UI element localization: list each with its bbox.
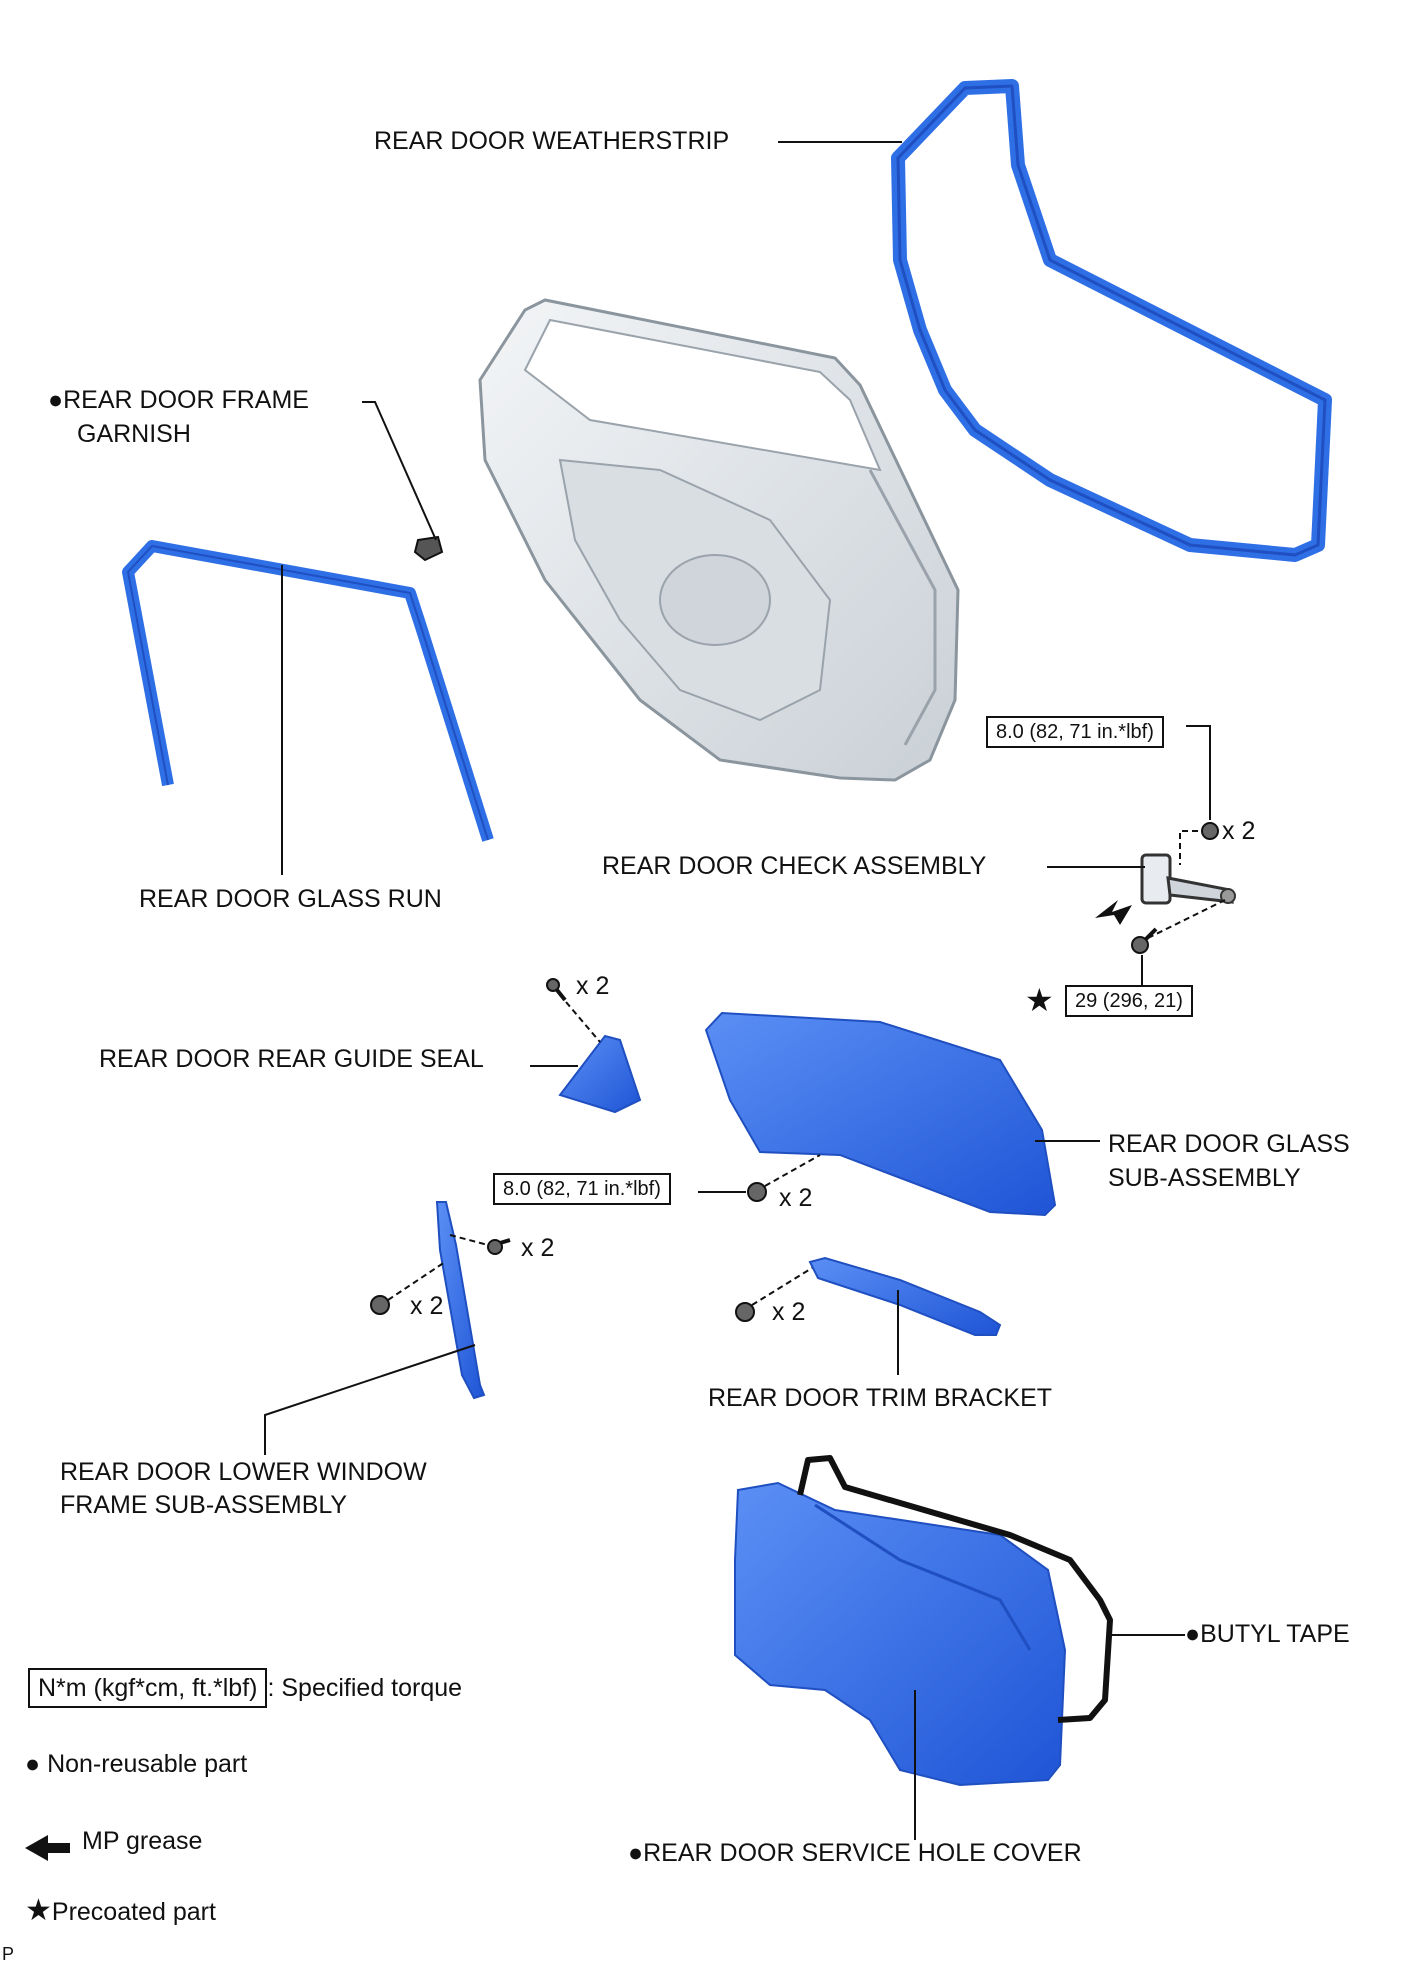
non-reusable-dot-icon: ●: [48, 386, 64, 414]
weatherstrip-part: [891, 79, 1332, 562]
torque-box-check-lower: 29 (296, 21): [1065, 985, 1193, 1017]
label-lower-window-frame-line2: FRAME SUB-ASSEMBLY: [60, 1491, 348, 1519]
legend-precoated-star-icon: ★: [25, 1894, 52, 1927]
label-glass-run: REAR DOOR GLASS RUN: [139, 885, 442, 913]
legend-precoated: ★Precoated part: [25, 1894, 216, 1927]
label-check-assembly: REAR DOOR CHECK ASSEMBLY: [602, 852, 987, 880]
lower-frame-lower-bolt-icon: [370, 1295, 390, 1315]
torque-box-glass: 8.0 (82, 71 in.*lbf): [493, 1173, 671, 1205]
glass-subassembly-part: [704, 1011, 1057, 1217]
lower-frame-upper-bolt-icon: [487, 1238, 511, 1255]
check-bolt-icon: [1131, 927, 1158, 954]
guide-seal-screw-icon: [546, 978, 567, 1002]
legend-mp-grease-icon: [25, 1835, 70, 1861]
label-weatherstrip: REAR DOOR WEATHERSTRIP: [374, 127, 730, 155]
glass-run-part: [122, 540, 494, 842]
label-glass-subassembly-line2: SUB-ASSEMBLY: [1108, 1164, 1301, 1192]
legend-mp-grease: MP grease: [82, 1827, 203, 1855]
non-reusable-dot-icon: ●: [628, 1839, 644, 1867]
legend-torque-text: : Specified torque: [267, 1673, 463, 1702]
label-butyl-tape: ●BUTYL TAPE: [1185, 1620, 1350, 1648]
lower-window-frame-leader: [264, 1344, 476, 1455]
frame-garnish-leader: [362, 401, 437, 541]
mp-grease-arrow-icon: [1095, 900, 1132, 925]
door-panel: [478, 298, 960, 782]
legend-non-reusable: ● Non-reusable part: [25, 1750, 248, 1778]
legend-non-reusable-dot-icon: ●: [25, 1750, 41, 1778]
label-lower-window-frame: REAR DOOR LOWER WINDOW: [60, 1458, 427, 1486]
check-nut-icon: [1201, 822, 1219, 840]
trim-bracket-part: [808, 1256, 1002, 1336]
legend-torque: N*m (kgf*cm, ft.*lbf) : Specified torque: [28, 1668, 462, 1708]
corner-mark: P: [2, 1944, 15, 1961]
frame-garnish-clip: [413, 535, 444, 562]
label-service-hole-cover: ●REAR DOOR SERVICE HOLE COVER: [628, 1839, 1082, 1867]
precoated-star-icon: ★: [1025, 982, 1054, 1018]
qty-glass-bolt: x 2: [779, 1184, 813, 1212]
label-trim-bracket: REAR DOOR TRIM BRACKET: [708, 1384, 1053, 1412]
qty-trim-bracket-clip: x 2: [772, 1298, 806, 1326]
service-hole-cover-part: [734, 1481, 1067, 1787]
qty-guide-seal-screw: x 2: [576, 972, 610, 1000]
non-reusable-dot-icon: ●: [1185, 1620, 1201, 1648]
rear-guide-seal-part: [558, 1034, 642, 1114]
qty-lower-frame-lower: x 2: [410, 1292, 444, 1320]
check-assembly-part: [1140, 853, 1236, 905]
qty-check-nut: x 2: [1222, 817, 1256, 845]
glass-bolt-icon: [747, 1182, 767, 1202]
lower-window-frame-part: [435, 1201, 486, 1400]
torque-box-check-upper: 8.0 (82, 71 in.*lbf): [986, 716, 1164, 748]
qty-lower-frame-upper: x 2: [521, 1234, 555, 1262]
check-upper-torque-leader: [1186, 725, 1211, 820]
legend-torque-box: N*m (kgf*cm, ft.*lbf): [28, 1668, 268, 1708]
trim-bracket-clip-icon: [735, 1302, 755, 1322]
butyl-tape-part: [797, 1455, 1113, 1723]
label-rear-guide-seal: REAR DOOR REAR GUIDE SEAL: [99, 1045, 484, 1073]
label-frame-garnish-line2: GARNISH: [77, 420, 191, 448]
label-glass-subassembly: REAR DOOR GLASS: [1108, 1130, 1350, 1158]
label-frame-garnish: ●REAR DOOR FRAME: [48, 386, 309, 414]
